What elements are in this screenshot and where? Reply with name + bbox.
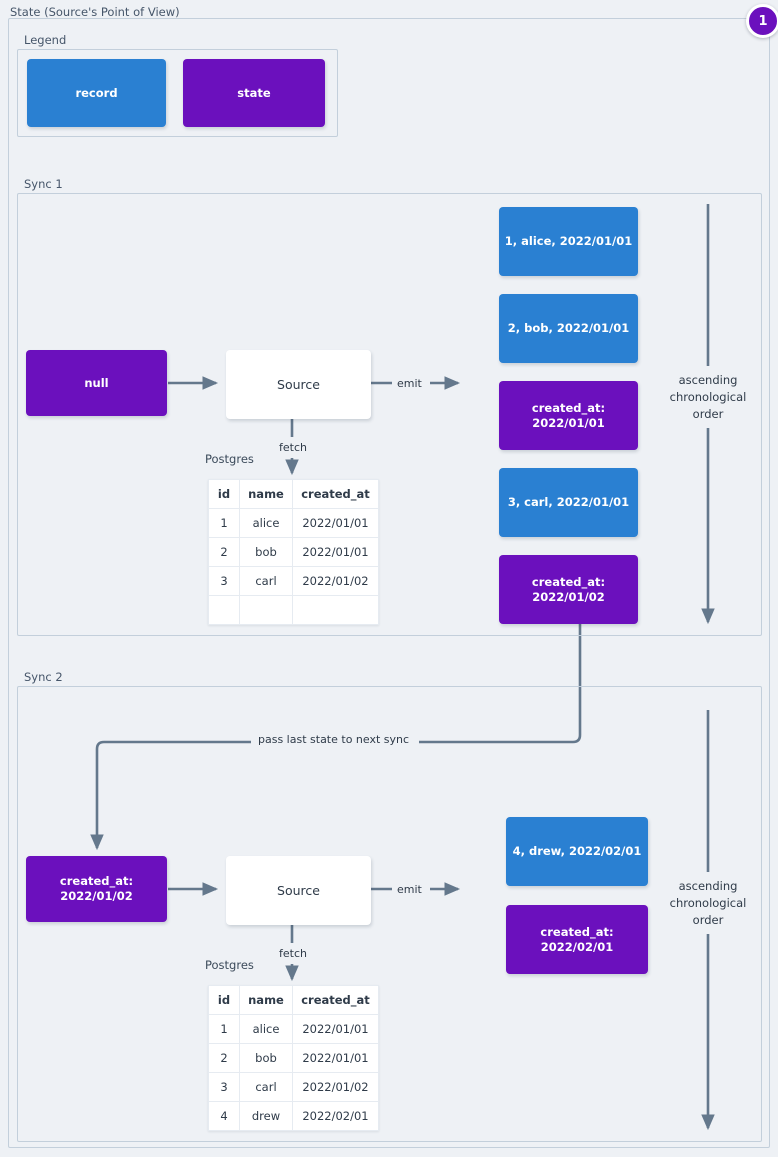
sync2-db-caption: Postgres xyxy=(205,958,254,972)
sync1-input-state: null xyxy=(26,350,167,416)
sync1-postgres-table: id name created_at 1 alice 2022/01/01 2 … xyxy=(208,479,379,625)
cell-created-at: 2022/01/02 xyxy=(292,566,379,596)
sync2-ordering-label: ascending chronological order xyxy=(669,879,747,927)
column-header-name: name xyxy=(239,985,293,1015)
cell-name xyxy=(239,595,293,625)
sync1-fetch-label: fetch xyxy=(276,441,310,454)
legend-label: Legend xyxy=(20,34,71,47)
cell-created-at: 2022/01/01 xyxy=(292,508,379,538)
pass-state-label: pass last state to next sync xyxy=(255,733,413,746)
table-header-row: id name created_at xyxy=(208,985,379,1015)
sync1-emit-label: emit xyxy=(394,377,425,390)
cell-name: alice xyxy=(239,508,293,538)
cell-name: drew xyxy=(239,1101,293,1131)
sync1-emitted-record-3: 3, carl, 2022/01/01 xyxy=(499,468,638,537)
sync2-emit-label: emit xyxy=(394,883,425,896)
cell-name: bob xyxy=(239,537,293,567)
cell-id xyxy=(208,595,240,625)
sync2-postgres-table: id name created_at 1 alice 2022/01/01 2 … xyxy=(208,985,379,1131)
column-header-id: id xyxy=(208,479,240,509)
column-header-created-at: created_at xyxy=(292,985,379,1015)
table-row: 1 alice 2022/01/01 xyxy=(208,508,379,538)
legend-swatch-state: state xyxy=(183,59,325,127)
sync1-emitted-record-1: 1, alice, 2022/01/01 xyxy=(499,207,638,276)
sync2-label: Sync 2 xyxy=(20,671,67,684)
sync1-emitted-state-2: created_at: 2022/01/02 xyxy=(499,555,638,624)
sync2-emitted-state-1: created_at: 2022/02/01 xyxy=(506,905,648,974)
cell-created-at: 2022/01/02 xyxy=(292,1072,379,1102)
cell-created-at: 2022/02/01 xyxy=(292,1101,379,1131)
cell-name: alice xyxy=(239,1014,293,1044)
outer-frame xyxy=(8,18,770,1148)
page-title: State (Source's Point of View) xyxy=(6,6,184,19)
table-row: 1 alice 2022/01/01 xyxy=(208,1014,379,1044)
cell-created-at: 2022/01/01 xyxy=(292,537,379,567)
step-badge: 1 xyxy=(746,4,778,38)
cell-id: 2 xyxy=(208,1043,240,1073)
sync2-source-node: Source xyxy=(226,856,371,925)
table-row: 2 bob 2022/01/01 xyxy=(208,1043,379,1073)
sync2-input-state: created_at: 2022/01/02 xyxy=(26,856,167,922)
sync1-emitted-record-2: 2, bob, 2022/01/01 xyxy=(499,294,638,363)
sync1-source-node: Source xyxy=(226,350,371,419)
sync2-fetch-label: fetch xyxy=(276,947,310,960)
cell-created-at xyxy=(292,595,379,625)
table-row xyxy=(208,595,379,625)
legend-frame xyxy=(17,49,338,137)
sync1-ordering-label: ascending chronological order xyxy=(669,373,747,421)
cell-created-at: 2022/01/01 xyxy=(292,1043,379,1073)
sync1-emitted-state-1: created_at: 2022/01/01 xyxy=(499,381,638,450)
cell-name: carl xyxy=(239,566,293,596)
table-row: 4 drew 2022/02/01 xyxy=(208,1101,379,1131)
legend-swatch-record: record xyxy=(27,59,166,127)
table-header-row: id name created_at xyxy=(208,479,379,509)
sync1-frame xyxy=(17,193,762,636)
table-row: 2 bob 2022/01/01 xyxy=(208,537,379,567)
cell-name: carl xyxy=(239,1072,293,1102)
column-header-id: id xyxy=(208,985,240,1015)
cell-id: 3 xyxy=(208,566,240,596)
cell-id: 1 xyxy=(208,1014,240,1044)
cell-name: bob xyxy=(239,1043,293,1073)
cell-id: 4 xyxy=(208,1101,240,1131)
column-header-created-at: created_at xyxy=(292,479,379,509)
table-row: 3 carl 2022/01/02 xyxy=(208,566,379,596)
sync2-frame xyxy=(17,686,762,1142)
sync1-db-caption: Postgres xyxy=(205,452,254,466)
column-header-name: name xyxy=(239,479,293,509)
table-row: 3 carl 2022/01/02 xyxy=(208,1072,379,1102)
cell-id: 3 xyxy=(208,1072,240,1102)
cell-created-at: 2022/01/01 xyxy=(292,1014,379,1044)
sync1-label: Sync 1 xyxy=(20,178,67,191)
sync2-emitted-record-1: 4, drew, 2022/02/01 xyxy=(506,817,648,886)
cell-id: 2 xyxy=(208,537,240,567)
cell-id: 1 xyxy=(208,508,240,538)
